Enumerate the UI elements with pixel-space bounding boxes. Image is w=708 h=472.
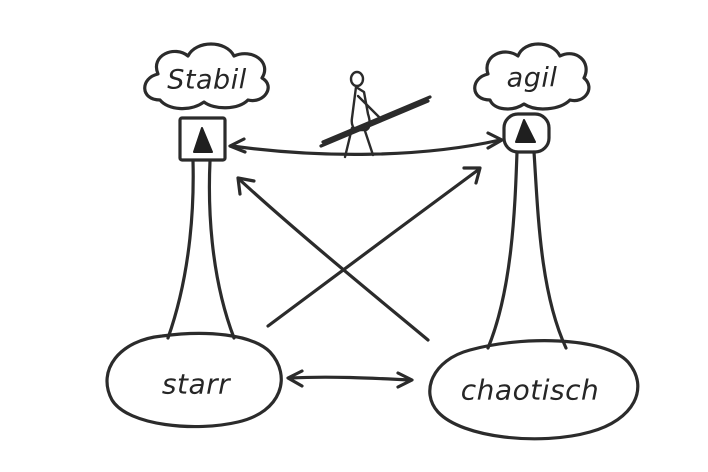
label-stabil: Stabil [167,64,247,96]
label-chaotisch: chaotisch [460,373,600,407]
triangle-icon-left [193,127,213,153]
label-starr: starr [161,367,231,401]
arrow-stabil-agil [228,131,504,156]
base-starr [105,331,283,429]
arrow-chaotisch-stabil [236,176,430,342]
left-pillar [105,42,283,429]
cloud-stabil [143,42,270,111]
arrow-starr-agil [266,166,482,328]
label-agil: agil [506,62,558,94]
base-chaotisch [428,339,640,441]
cloud-agil [473,42,591,111]
pole-right [486,150,519,350]
right-pillar [428,42,640,441]
triangle-icon-right [515,119,536,143]
pole-left [166,159,195,340]
arrow-starr-chaotisch [286,369,414,389]
sign-box-left [178,116,227,162]
sign-box-right [502,112,551,154]
tightrope-walker-figure [319,70,432,159]
